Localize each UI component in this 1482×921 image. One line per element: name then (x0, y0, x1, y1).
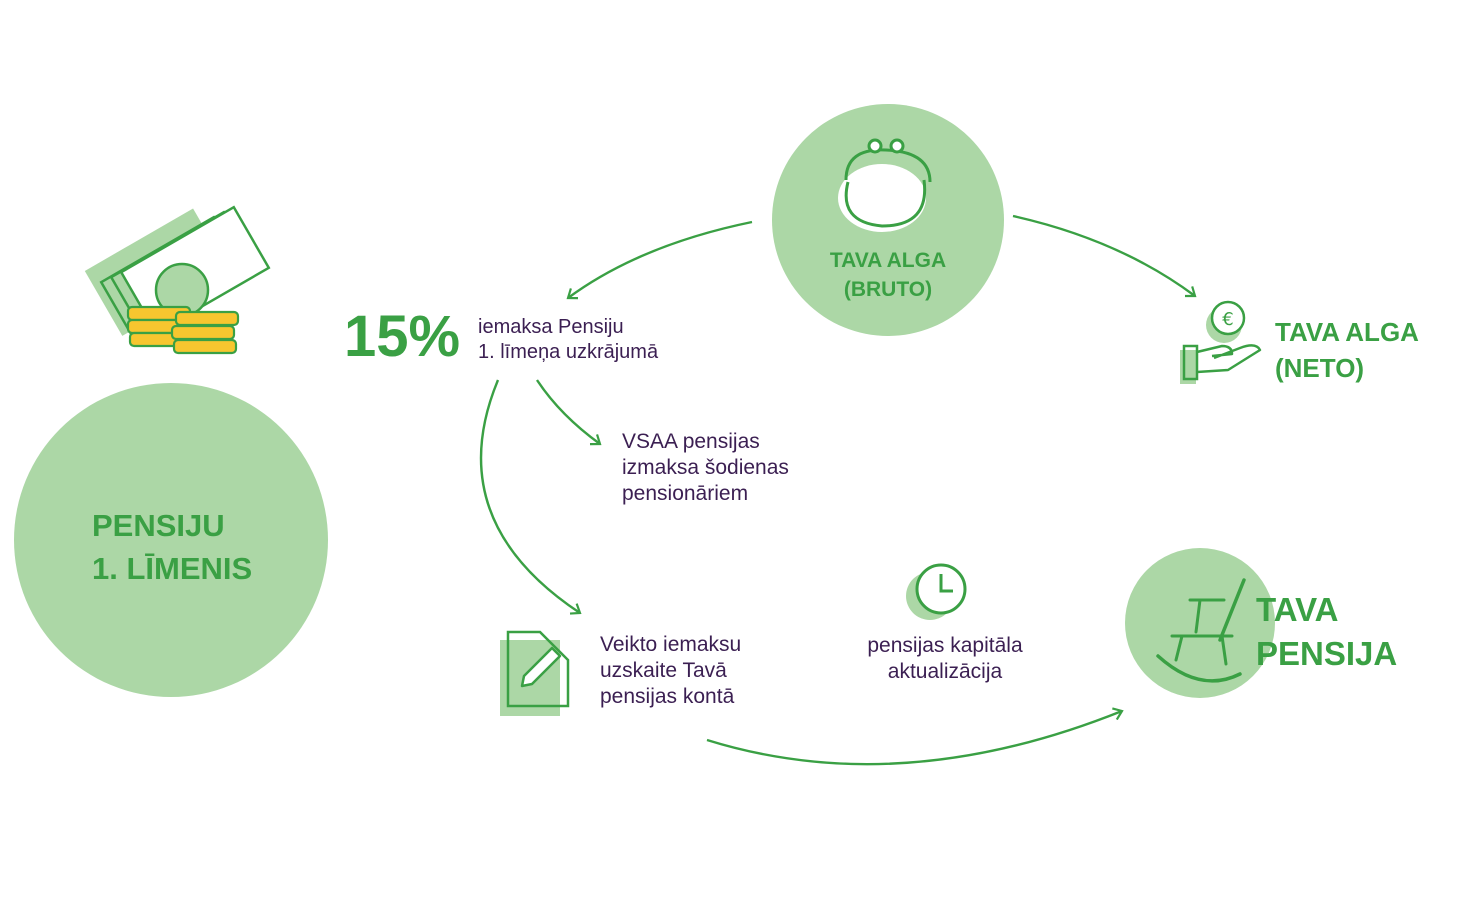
arrow-to-net-salary (1012, 214, 1197, 298)
gross-salary-label: TAVA ALGA (BRUTO) (829, 249, 947, 301)
clock-icon (906, 563, 967, 620)
hand-euro-coin-icon: € (1180, 300, 1262, 384)
arrow-to-account (479, 379, 582, 615)
net-salary-label: TAVA ALGA (NETO) (1275, 317, 1419, 383)
account-text: Veikto iemaksu uzskaite Tavā pensijas ko… (600, 633, 742, 708)
contribution-text: iemaksa Pensiju 1. līmeņa uzkrājumā (478, 316, 659, 363)
money-coins-icon (84, 205, 271, 355)
pension-label: TAVA PENSIJA (1256, 591, 1398, 672)
level-circle (14, 383, 328, 697)
purse-icon (838, 138, 932, 232)
pension-circle (1125, 548, 1275, 698)
capital-text: pensijas kapitāla aktualizācija (867, 634, 1023, 683)
level-label: PENSIJU 1. LĪMENIS (92, 508, 253, 586)
arrow-to-vsaa (535, 379, 602, 446)
arrow-to-contribution (566, 220, 753, 300)
rocking-chair-icon (1156, 578, 1246, 683)
vsaa-text: VSAA pensijas izmaksa šodienas pensionār… (622, 430, 789, 505)
arrow-to-pension (706, 707, 1124, 766)
svg-text:€: € (1222, 309, 1233, 330)
document-pencil-icon (500, 630, 570, 716)
contribution-percent: 15% (344, 304, 461, 369)
